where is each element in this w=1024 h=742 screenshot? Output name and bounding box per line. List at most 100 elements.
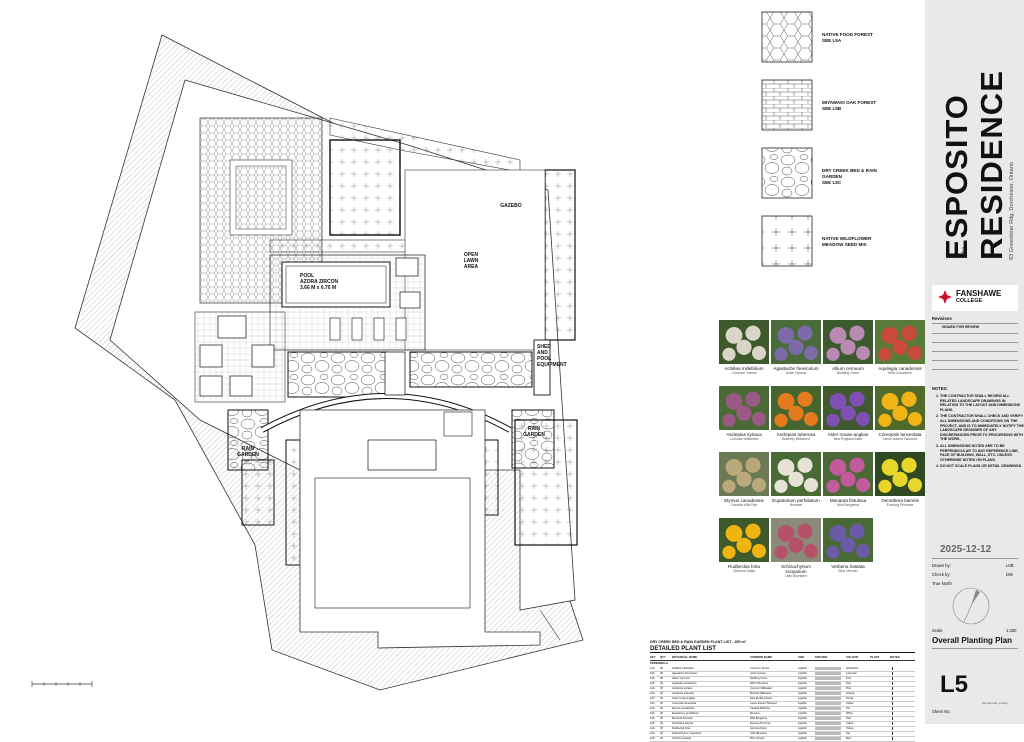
plant-botanical-name: Elymus canadensis xyxy=(724,498,764,503)
plant-common-name: Common Milkweed xyxy=(729,437,759,441)
college-name: FANSHAWE xyxy=(956,289,1002,298)
spacing-bar xyxy=(815,677,841,680)
plant-common-name: Lance-leaved Tickseed xyxy=(882,437,918,441)
plant-common-name: New England Aster xyxy=(833,437,863,441)
title-residence: RESIDENCE xyxy=(974,70,1009,260)
revisions-label: Revisions xyxy=(932,316,952,321)
table-cell: Coreopsis lanceolata xyxy=(672,702,697,705)
plant-list-title: DETAILED PLANT LIST xyxy=(650,646,915,653)
table-cell: Wild Bergamot xyxy=(750,717,768,720)
plant-botanical-name: Oenothera biennis xyxy=(881,498,919,503)
check-mark-icon xyxy=(890,717,893,720)
table-cell: 1/2L xyxy=(650,667,656,670)
plant-photo xyxy=(771,320,821,364)
checked-by-value: DW xyxy=(1006,572,1013,577)
table-cell: 1gal/4in xyxy=(798,717,808,720)
table-cell: Yellow xyxy=(846,702,854,705)
spacing-bar xyxy=(815,707,841,710)
table-cell: Red xyxy=(846,682,851,685)
table-cell: Orange xyxy=(846,692,855,695)
check-mark-icon xyxy=(890,702,893,705)
site-plan-drawing xyxy=(31,11,813,691)
table-cell: 36 xyxy=(660,712,663,715)
table-cell: 36 xyxy=(660,707,663,710)
table-cell: Blue xyxy=(846,737,852,740)
plant-photo xyxy=(719,386,769,430)
table-header-cell: COMMON NAME xyxy=(750,655,773,659)
table-cell: 1gal/4in xyxy=(798,682,808,685)
table-cell: Lavender xyxy=(846,672,857,675)
spacing-bar xyxy=(815,732,841,735)
table-cell: 1gal/4in xyxy=(798,687,808,690)
plant-photo xyxy=(771,518,821,562)
drawn-by-label: Drawn by: xyxy=(932,563,951,568)
table-cell: 1/2L xyxy=(650,697,656,700)
table-header-cell: SIZE xyxy=(798,655,805,659)
label-gazebo: GAZEBO xyxy=(500,203,522,209)
spacing-bar xyxy=(815,697,841,700)
spacing-bar xyxy=(815,682,841,685)
revision-1: ISSUED FOR REVIEW xyxy=(942,325,980,329)
plant-botanical-name: Asclepias syriaca xyxy=(726,432,762,437)
table-cell: 1/2L xyxy=(650,702,656,705)
plant-photo xyxy=(719,518,769,562)
table-cell: Allium cernuum xyxy=(672,677,690,680)
label-shed: SHED AND POOL EQUIPMENT xyxy=(537,344,567,368)
table-header-cell: COLOUR xyxy=(846,655,859,659)
plant-common-name: Evening Primrose xyxy=(886,503,914,507)
sheet-number: L5 xyxy=(940,671,969,698)
plant-photo xyxy=(719,452,769,496)
plant-photo xyxy=(823,320,873,364)
plant-botanical-name: Verbena hastata xyxy=(831,564,865,569)
check-mark-icon xyxy=(890,732,893,735)
plant-common-name: Boneset xyxy=(789,503,803,507)
table-cell: White xyxy=(846,712,853,715)
plant-common-name: Anise Hyssop xyxy=(785,371,807,375)
legend-label-brick: MIYAWAKI OAK FOREST SEE L5B xyxy=(822,100,877,111)
table-cell: 36 xyxy=(660,702,663,705)
table-cell: Purple xyxy=(846,697,854,700)
table-cell: 1/2L xyxy=(650,717,656,720)
note-item: THE CONTRACTOR SHALL CHECK AND VERIFY AL… xyxy=(940,414,1024,442)
legend-label-hex: NATIVE FOOD FOREST SEE L5A xyxy=(822,32,873,43)
table-cell: 48 xyxy=(660,672,663,675)
sheet-label: Sheet No. xyxy=(932,709,951,714)
table-header-cell: SPACING xyxy=(815,655,828,659)
spacing-bar xyxy=(815,672,841,675)
table-cell: Asclepias syriaca xyxy=(672,687,693,690)
table-cell: 1/2L xyxy=(650,707,656,710)
plant-photo xyxy=(771,386,821,430)
table-cell: 1/2L xyxy=(650,712,656,715)
check-mark-icon xyxy=(890,727,893,730)
note-item: ALL DIMENSIONS NOTED ARE TO BE PERPENDIC… xyxy=(940,444,1024,462)
spacing-bar xyxy=(815,737,841,740)
table-cell: 1gal/4in xyxy=(798,737,808,740)
table-cell: Blue Vervain xyxy=(750,737,765,740)
scale-value: 1:250 xyxy=(1006,628,1017,633)
legend-label-cross: NATIVE WILDFLOWER MEADOW SEED MIX xyxy=(822,236,872,247)
college-logo: FANSHAWE COLLEGE xyxy=(932,285,1018,311)
table-cell: Canada Wild Rye xyxy=(750,707,771,710)
plant-photo xyxy=(875,386,925,430)
plant-photo xyxy=(823,518,873,562)
table-cell: Agastache foeniculum xyxy=(672,672,698,675)
fanshawe-mark-icon xyxy=(938,290,952,304)
table-cell: 1/2L xyxy=(650,677,656,680)
plant-list-section: PERENNIALS xyxy=(650,661,669,665)
table-cell: Nodding Onion xyxy=(750,677,768,680)
north-arrow-icon xyxy=(952,587,990,625)
spacing-bar xyxy=(815,692,841,695)
checked-by-label: Check by: xyxy=(932,572,951,577)
title-esposito: ESPOSITO xyxy=(939,94,974,260)
table-cell: 1gal/4in xyxy=(798,702,808,705)
table-cell: 1/2L xyxy=(650,692,656,695)
